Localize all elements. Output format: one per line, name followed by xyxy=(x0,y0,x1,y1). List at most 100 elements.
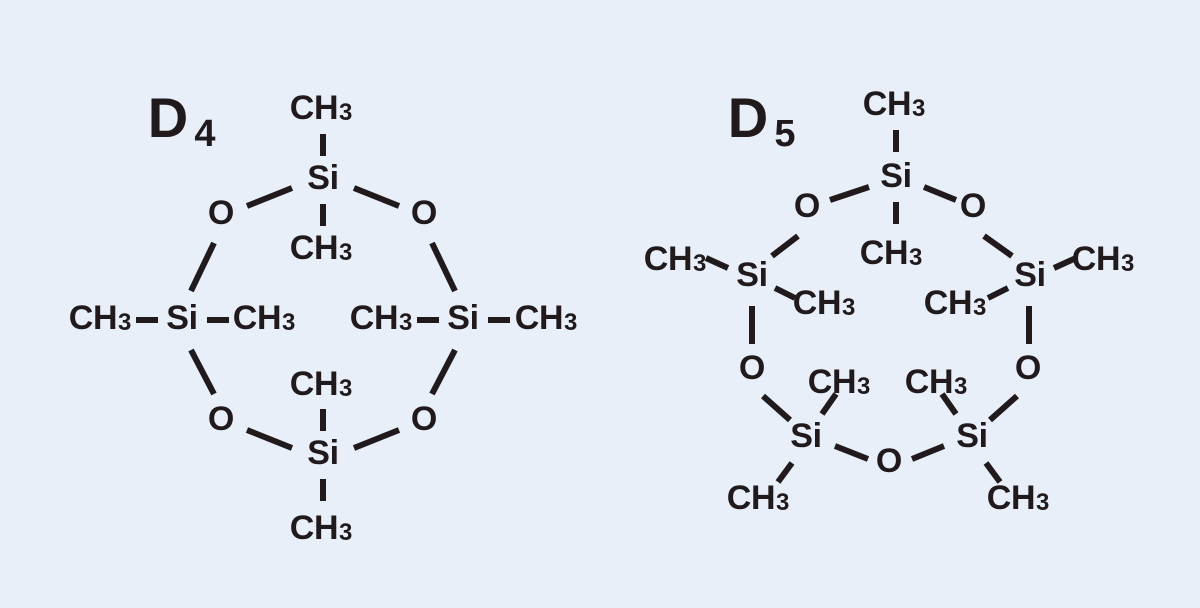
d5-ring-atoms: Si O O Si Si O O Si Si O xyxy=(736,157,1046,480)
d4-o-bottom-left: O xyxy=(208,400,234,438)
d4-si-left: Si xyxy=(166,299,198,337)
bond-o-bottom-si-bottomright xyxy=(910,443,946,462)
d4-ch3-right-outer: CH 3 xyxy=(515,299,578,337)
d5-o-top-left: O xyxy=(794,187,820,225)
d5-o-right: O xyxy=(1015,349,1041,387)
d5-ch3-bottom-left-down-sub: 3 xyxy=(776,489,789,516)
d5-ch3-top-down: CH 3 xyxy=(860,234,923,272)
bond-si-bottomright-ch3-up xyxy=(939,392,959,416)
bond-si-top-o-topright xyxy=(922,184,958,203)
bond-si-top-o-topright xyxy=(352,185,401,209)
d5-o-left: O xyxy=(739,349,765,387)
bond-si-bottom-o-bottomright xyxy=(352,427,401,451)
d5-ch3-bottom-left-up: CH 3 xyxy=(808,363,871,401)
bond-o-topleft-si-top xyxy=(245,185,294,209)
d4-methyl-groups: CH 3 CH 3 CH 3 CH 3 CH 3 xyxy=(69,89,578,547)
d5-ch3-bottom-right-up-label: CH xyxy=(905,363,954,401)
d4-ch3-right-outer-sub: 3 xyxy=(564,309,577,336)
d5-ch3-right-inner-sub: 3 xyxy=(973,294,986,321)
d4-ch3-left-inner-sub: 3 xyxy=(282,309,295,336)
d5-ch3-right-outer-sub: 3 xyxy=(1121,250,1134,277)
d4-ch3-bottom-up: CH 3 xyxy=(290,365,353,403)
d5-si-right: Si xyxy=(1014,256,1046,294)
d4-o-top-right: O xyxy=(411,194,437,232)
d4-o-top-left: O xyxy=(208,194,234,232)
d4-ch3-top-down-sub: 3 xyxy=(339,239,352,266)
d4-ch3-top-down-label: CH xyxy=(290,229,339,267)
structure-d5: D 5 xyxy=(644,85,1135,517)
d5-si-bottom-left: Si xyxy=(790,417,822,455)
d4-o-bottom-right: O xyxy=(411,400,437,438)
bond-o-topleft-si-top xyxy=(829,184,870,203)
bond-o-topleft-si-left xyxy=(188,241,217,293)
d5-ch3-bottom-left-up-sub: 3 xyxy=(857,373,870,400)
d5-title: D 5 xyxy=(728,86,796,155)
d5-ch3-bottom-right-down-label: CH xyxy=(987,479,1036,517)
d5-ch3-right-inner: CH 3 xyxy=(924,284,987,322)
d5-ch3-left-outer-label: CH xyxy=(644,240,693,278)
d5-ch3-left-inner-label: CH xyxy=(793,284,842,322)
d4-ch3-left-inner: CH 3 xyxy=(233,299,296,337)
bond-o-bottomleft-si-bottom xyxy=(245,427,294,451)
d5-si-top: Si xyxy=(880,157,912,195)
bond-si-right-o-bottomright xyxy=(429,348,458,396)
d4-ch3-top-up-sub: 3 xyxy=(339,99,352,126)
d5-ch3-top-up-label: CH xyxy=(863,85,912,123)
d5-si-left: Si xyxy=(736,256,768,294)
d4-methyl-bonds xyxy=(136,134,510,501)
bond-si-right-ch3-inner xyxy=(986,285,1010,301)
d5-o-top-right: O xyxy=(960,187,986,225)
bond-o-left-si-bottomleft xyxy=(761,393,792,423)
d4-ch3-right-inner-sub: 3 xyxy=(399,309,412,336)
d4-title-subscript: 4 xyxy=(194,113,215,155)
d5-ring-bonds xyxy=(749,184,1032,462)
bond-si-right-ch3-outer xyxy=(1052,255,1078,271)
d4-title-main: D xyxy=(148,86,188,149)
d4-ch3-bottom-down-sub: 3 xyxy=(339,519,352,546)
d4-title: D 4 xyxy=(148,86,216,155)
d5-ch3-top-down-label: CH xyxy=(860,234,909,272)
d4-ch3-right-outer-label: CH xyxy=(515,299,564,337)
d4-ring-bonds xyxy=(188,185,458,451)
bond-o-topleft-si-left xyxy=(770,233,800,259)
d4-ch3-left-outer-label: CH xyxy=(69,299,118,337)
d5-ch3-bottom-right-down: CH 3 xyxy=(987,479,1050,517)
d5-ch3-left-outer: CH 3 xyxy=(644,240,707,278)
d4-si-top: Si xyxy=(307,159,339,197)
d5-ch3-bottom-right-up: CH 3 xyxy=(905,363,968,401)
d4-ch3-top-up-label: CH xyxy=(290,89,339,127)
d5-ch3-left-inner: CH 3 xyxy=(793,284,856,322)
bond-si-bottomleft-ch3-down xyxy=(775,461,795,484)
d4-si-bottom: Si xyxy=(307,434,339,472)
d4-si-right: Si xyxy=(447,299,479,337)
d4-ch3-bottom-up-sub: 3 xyxy=(339,375,352,402)
d4-ring-atoms: Si O O Si Si O O Si xyxy=(166,159,479,472)
d5-ch3-bottom-left-down-label: CH xyxy=(727,479,776,517)
d5-ch3-left-outer-sub: 3 xyxy=(693,250,706,277)
d5-o-bottom: O xyxy=(876,442,902,480)
bond-si-left-ch3-inner xyxy=(773,285,797,301)
d5-ch3-bottom-left-up-label: CH xyxy=(808,363,857,401)
d5-ch3-bottom-left-down: CH 3 xyxy=(727,479,790,517)
d5-ch3-left-inner-sub: 3 xyxy=(842,294,855,321)
d4-ch3-left-outer-sub: 3 xyxy=(118,309,131,336)
d4-ch3-bottom-up-label: CH xyxy=(290,365,339,403)
d4-ch3-left-inner-label: CH xyxy=(233,299,282,337)
d4-ch3-bottom-down: CH 3 xyxy=(290,509,353,547)
structure-d4: D 4 xyxy=(69,86,578,547)
d5-ch3-top-down-sub: 3 xyxy=(909,244,922,271)
bond-si-left-o-bottomleft xyxy=(188,348,217,396)
d5-si-bottom-right: Si xyxy=(956,417,988,455)
d5-title-main: D xyxy=(728,86,768,149)
d5-ch3-bottom-right-up-sub: 3 xyxy=(954,373,967,400)
d5-ch3-right-outer: CH 3 xyxy=(1072,240,1135,278)
bond-si-bottomleft-o-bottom xyxy=(833,443,870,462)
d4-ch3-top-down: CH 3 xyxy=(290,229,353,267)
d5-ch3-right-outer-label: CH xyxy=(1072,240,1121,278)
d4-ch3-left-outer: CH 3 xyxy=(69,299,132,337)
bond-o-topright-si-right xyxy=(982,233,1014,259)
d5-methyl-groups: CH 3 CH 3 CH 3 CH 3 CH 3 xyxy=(644,85,1135,517)
d5-ch3-bottom-right-down-sub: 3 xyxy=(1036,489,1049,516)
